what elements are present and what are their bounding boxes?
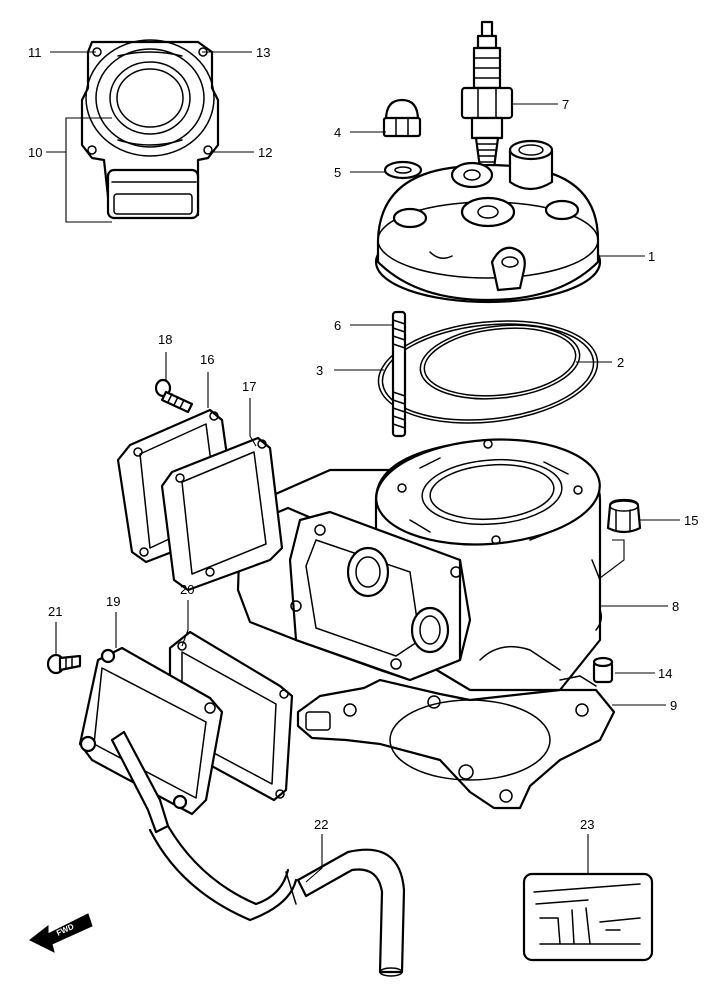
leader-lines [46,51,680,883]
hose [148,824,406,977]
callout-7: 7 [562,97,569,112]
callout-8: 8 [672,599,679,614]
washer [383,160,423,180]
callout-11: 11 [28,45,42,60]
callout-16: 16 [200,352,214,367]
callout-22: 22 [314,817,328,832]
cylinder-nut [606,498,642,534]
stud-bolt [391,310,407,438]
forward-arrow-icon: FWD [29,913,93,953]
callout-5: 5 [334,165,341,180]
callout-20: 20 [180,582,194,597]
cap-nut [382,98,422,138]
callout-17: 17 [242,379,256,394]
callout-12: 12 [258,145,272,160]
callout-15: 15 [684,513,698,528]
screw-18 [154,378,194,414]
callout-21: 21 [48,604,62,619]
screw-21 [46,653,82,675]
knock-pin [592,656,614,684]
callout-3: 3 [316,363,323,378]
callout-1: 1 [648,249,655,264]
gasket-17 [160,436,284,592]
warning-label [522,872,654,962]
callout-4: 4 [334,125,341,140]
spark-plug [460,20,514,170]
callout-6: 6 [334,318,341,333]
callout-13: 13 [256,45,270,60]
callout-14: 14 [658,666,672,681]
callout-10: 10 [28,145,42,160]
callout-9: 9 [670,698,677,713]
base-gasket [296,675,616,810]
cylinder-head [374,139,602,304]
callout-19: 19 [106,594,120,609]
inset-cylinder-gasket [80,39,220,220]
intake-cover [78,646,224,834]
callout-18: 18 [158,332,172,347]
cylinder-body [236,438,603,692]
head-gasket [377,320,599,424]
callout-2: 2 [617,355,624,370]
callout-23: 23 [580,817,594,832]
callout-labels: 1 2 3 4 5 6 7 8 9 10 11 12 13 14 15 16 1… [28,45,698,832]
